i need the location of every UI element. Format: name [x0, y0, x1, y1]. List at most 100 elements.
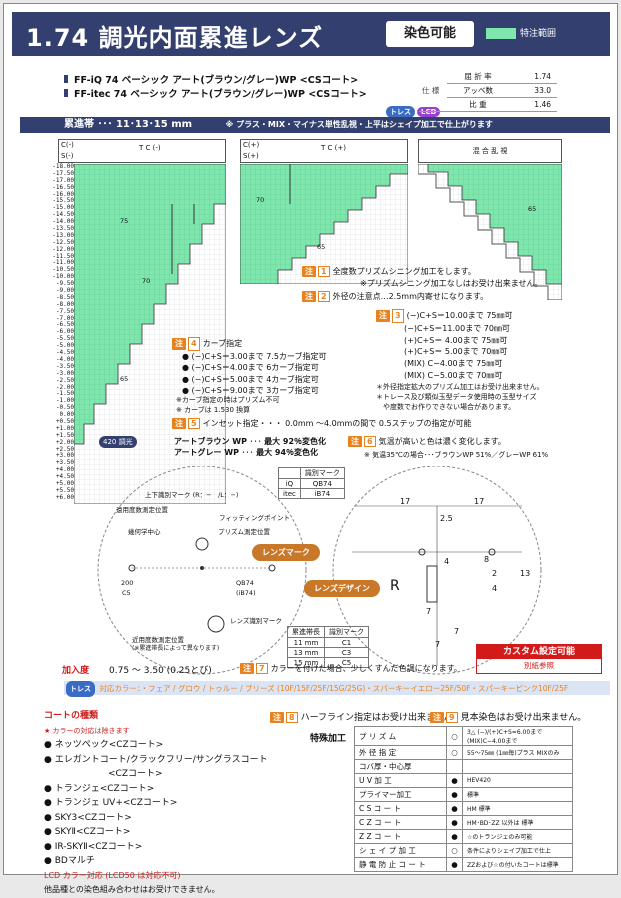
dim-25: 2.5 — [440, 514, 453, 523]
row-label: -11.00 — [52, 259, 74, 267]
header-bar: 1.74 調光内面累進レンズ 染色可能 特注範囲 — [12, 12, 610, 56]
n4c-line: ※ カーブは 1.530 換算 — [176, 405, 251, 414]
prism-label: プリズム測定位置 — [218, 528, 270, 536]
pt-cell: 11 mm — [287, 637, 325, 648]
special-cell: ☆のトランジェのみ可能 — [462, 829, 573, 844]
legend-label: 特注範囲 — [520, 29, 557, 39]
note-6-sub: ※ 気温35℃の場合･･･ブラウンWP 51%／グレーWP 61% — [364, 451, 549, 459]
lens-design-pill: レンズデザイン — [304, 580, 380, 597]
coat-list: コートの種類 ★ カラーの対応は除きます ● ネッツペック<CZコート> ● エ… — [44, 709, 268, 898]
row-label: -5.50 — [55, 335, 74, 343]
pc-value: 最大 94％変色化 — [256, 448, 319, 457]
row-label: -7.50 — [55, 307, 74, 315]
row-label: +4.00 — [55, 466, 74, 474]
row-label: +1.00 — [55, 424, 74, 432]
chart-tc-plus-header: C(+) S(+) T C (+) — [240, 139, 408, 163]
coat-item: トランジェ<CZコート> — [54, 783, 155, 794]
special-cell: C S コ ー ト — [354, 801, 447, 816]
special-row: コバ厚・中心厚 — [354, 759, 573, 774]
row-label: -6.50 — [55, 321, 74, 329]
near-label-2: (※累進帯長によって異なります) — [132, 645, 220, 652]
special-cell: 3△ (−)/(+)C+S=6.00まで (MIX)C−4.00まで — [462, 726, 573, 746]
mix-header: 混 合 乱 視 — [472, 147, 508, 155]
special-cell: ● — [446, 815, 463, 830]
product-line-1: FF-iQ 74 ベーシック アート(ブラウン/グレー)WP <CSコート> — [64, 72, 358, 86]
special-cell: プライマー加工 — [354, 787, 447, 802]
dia-70-2: 70 — [256, 196, 265, 204]
id-value: QB74 — [236, 579, 254, 587]
coat-item: トランジェ UV+<CZコート> — [54, 798, 178, 808]
special-row: Z Z コ ー ト●☆のトランジェのみ可能 — [354, 829, 573, 844]
row-label: -16.00 — [52, 190, 74, 198]
dim-2: 2 — [492, 569, 498, 578]
row-label: -13.50 — [52, 225, 74, 233]
special-cell: HEV420 — [462, 773, 573, 788]
row-label: -16.50 — [52, 183, 74, 191]
custom-box: カスタム設定可能別紙参照 — [476, 644, 602, 674]
n3-line: (−)C+S＝11.00まで 70㎜可 — [404, 323, 510, 333]
special-cell: ZZおよび☆の付いたコートは標準 — [462, 857, 573, 872]
dye-label: 染色可能 — [386, 21, 474, 47]
special-cell: HM 標準 — [462, 801, 573, 816]
n3-line: (+)C+S＝ 4.00まで 75㎜可 — [404, 335, 508, 345]
special-table: プ リ ズ ム○3△ (−)/(+)C+S=6.00まで (MIX)C−4.00… — [354, 726, 573, 872]
special-cell: Z Z コ ー ト — [354, 829, 447, 844]
product-line-2: FF-itec 74 ベーシック アート(ブラウン/グレー)WP <CSコート> — [64, 86, 367, 100]
note-5-text: インセット指定・・・ 0.0mm 〜4.0mmの間で 0.5ステップの指定が可能 — [202, 419, 472, 428]
row-label: +1.50 — [55, 431, 74, 439]
row-label: -7.00 — [55, 314, 74, 322]
special-row: C S コ ー ト●HM 標準 — [354, 801, 573, 816]
spec-name: アッベ数 — [447, 83, 509, 98]
special-cell: 外 径 指 定 — [354, 745, 447, 760]
coat-item: BDマルチ — [54, 856, 95, 866]
n4-line: (−)C+S＝9.00まで 3カーブ指定可 — [191, 386, 319, 395]
progression-label: 累進帯 ･･･ 11･13･15 mm — [64, 119, 193, 130]
special-cell: ● — [446, 857, 463, 872]
special-cell: ○ — [446, 745, 463, 760]
row-label: 0.00 — [59, 411, 74, 419]
fast-420-tag: 420 調光 — [99, 436, 137, 448]
badge-tr: トレス — [66, 681, 95, 697]
pt-cell: 13 mm — [287, 647, 325, 658]
row-label: -8.50 — [55, 293, 74, 301]
row-label: -14.00 — [52, 218, 74, 226]
spec-value: 33.0 — [509, 83, 557, 98]
special-cell: ● — [446, 801, 463, 816]
row-label: -9.00 — [55, 287, 74, 295]
special-cell: HM･BD･ZZ 以外は 標準 — [462, 815, 573, 830]
coat-item: IR-SKYⅡ<CZコート> — [54, 841, 143, 852]
pc-name: アートブラウン WP — [174, 437, 247, 446]
special-cell — [446, 759, 463, 774]
row-label: -2.00 — [55, 383, 74, 391]
colors-prefix: 対応カラー： — [99, 684, 141, 693]
dia-70-1: 70 — [142, 277, 151, 285]
special-cell: 55〜75㎜ (1㎜毎)プラス MIXのみ — [462, 745, 573, 760]
coat-item: SKY3<CZコート> — [54, 812, 132, 823]
n3-line: (MIX) C−5.00まで 70㎜可 — [404, 370, 503, 380]
row-label: -12.00 — [52, 245, 74, 253]
progression-note: ※ プラス・MIX・マイナス単性乱視・上平はシェイプ加工で仕上がります — [225, 120, 493, 129]
id-value-2: (iB74) — [236, 589, 256, 597]
dia-65-3: 65 — [528, 205, 537, 213]
row-label: -12.50 — [52, 238, 74, 246]
note-6-text: 気温が高いと色は濃く変化します。 — [378, 437, 506, 446]
legend-swatch — [486, 28, 516, 39]
colors-tail: ・スパーキーイエロー25F/50F・スパーキーピンク10F/25F — [365, 684, 569, 693]
pt-cell: C3 — [324, 647, 369, 658]
coat-footer: 他品種との染色組み合わせはお受けできません。 — [44, 885, 220, 894]
page-title: 1.74 調光内面累進レンズ — [26, 24, 324, 52]
special-cell: 条件によりシェイプ加工で仕上 — [462, 843, 573, 858]
row-label: -17.00 — [52, 176, 74, 184]
dim-17a: 17 — [400, 497, 411, 506]
row-label: -4.50 — [55, 349, 74, 357]
spec-value: 1.74 — [509, 70, 557, 84]
s-axis-label: S(+) — [243, 152, 259, 160]
pt-cell: C1 — [324, 637, 369, 648]
row-label: -5.00 — [55, 342, 74, 350]
